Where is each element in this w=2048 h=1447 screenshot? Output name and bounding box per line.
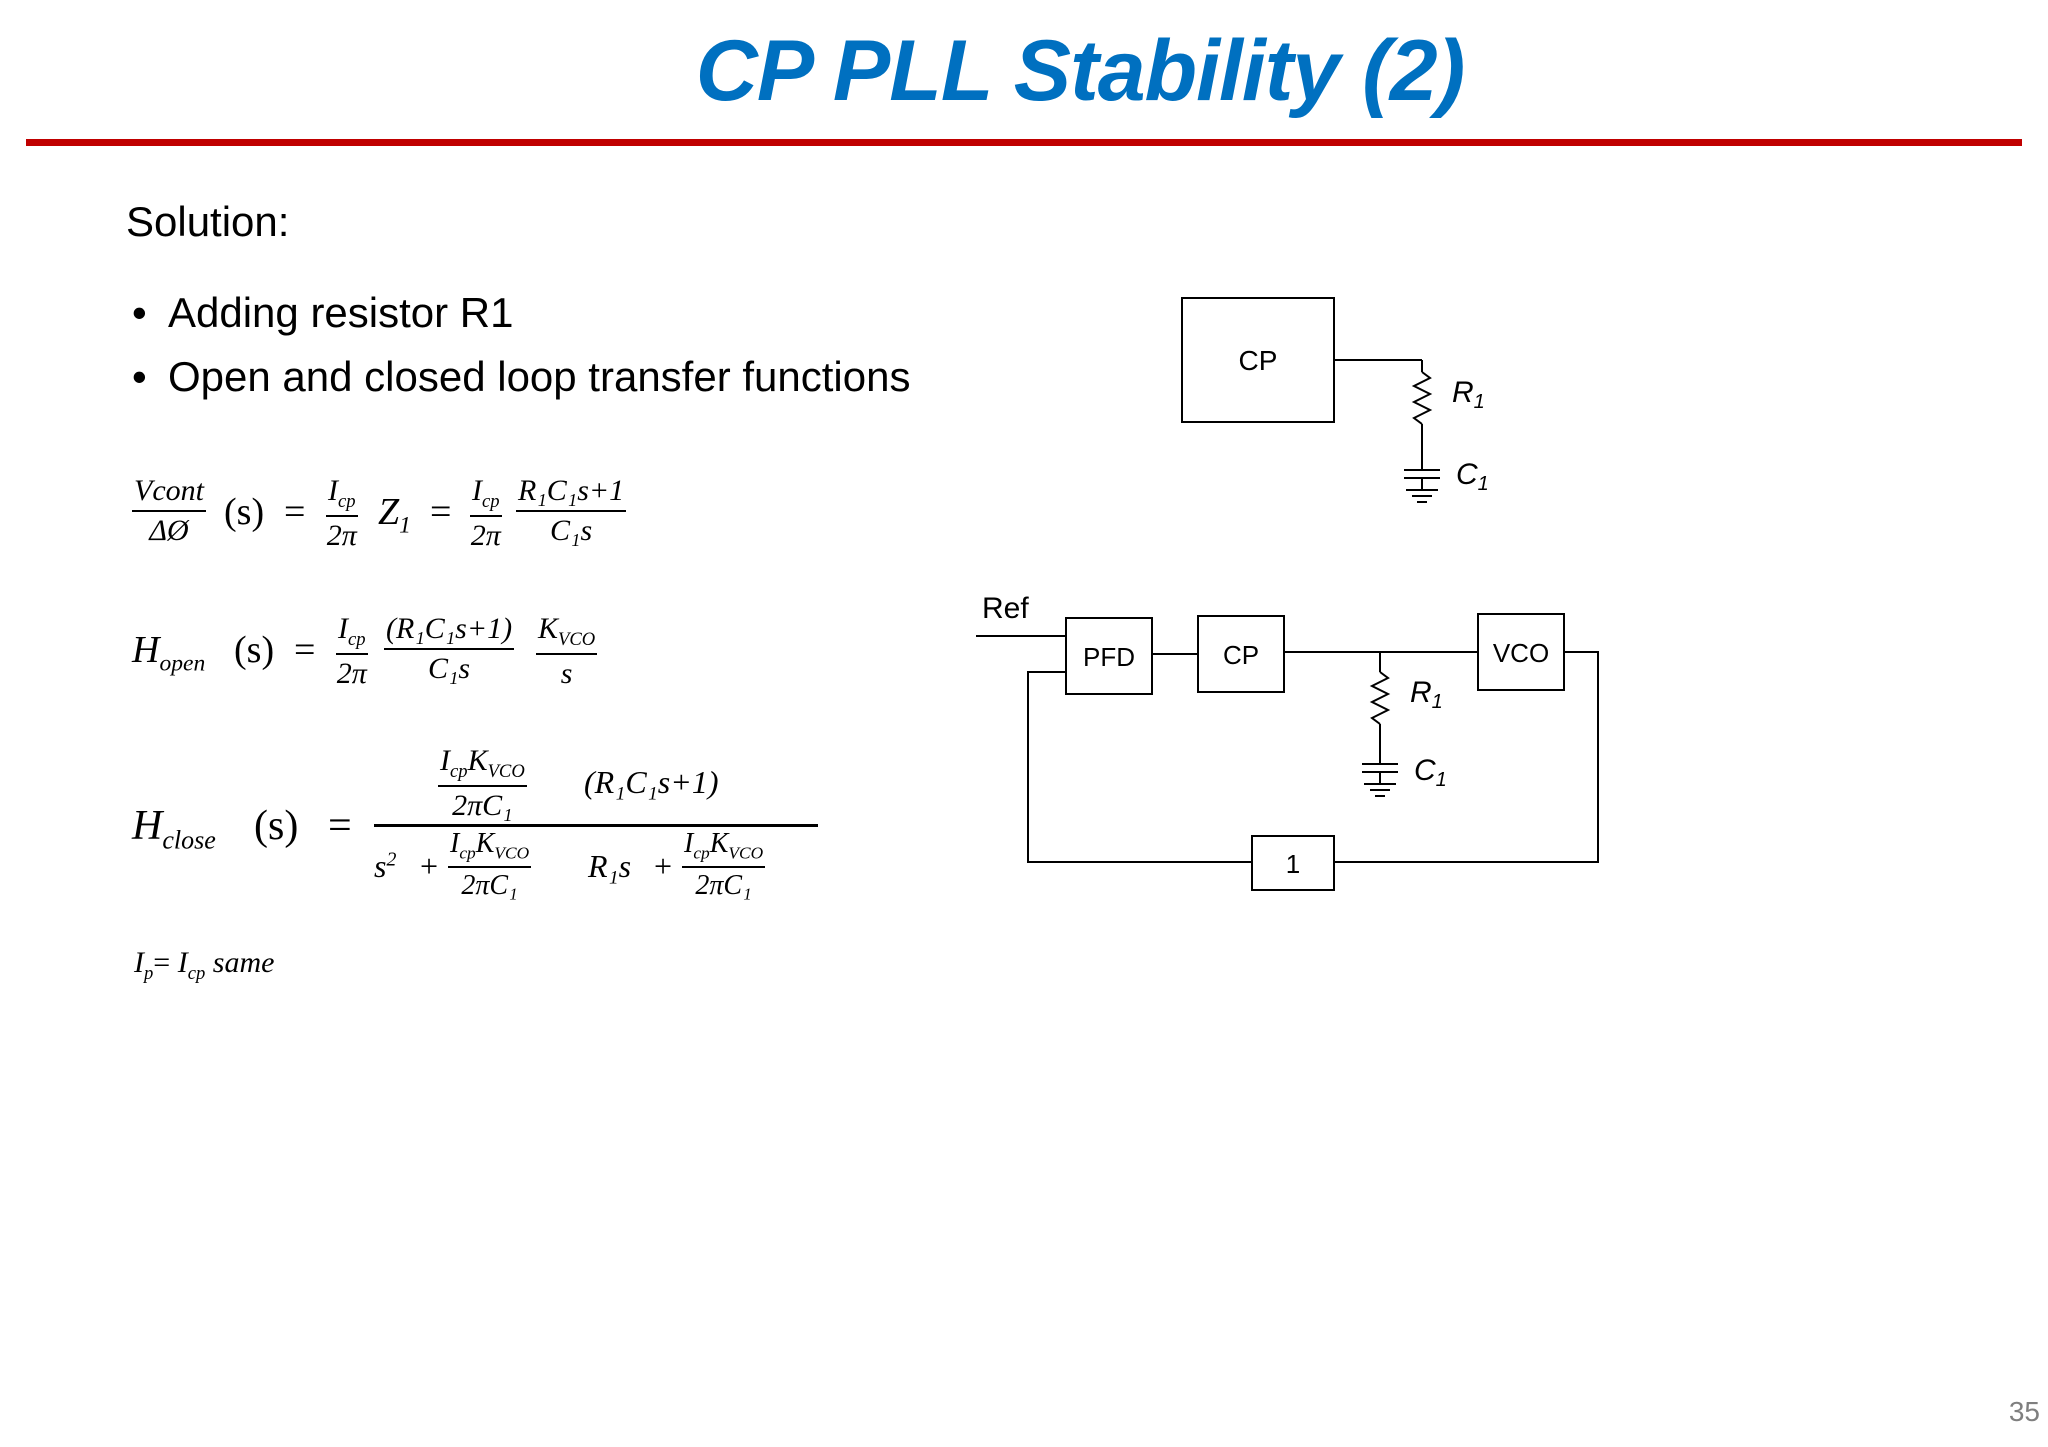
bullet-dot-icon: • — [132, 289, 147, 336]
vco-block — [1477, 613, 1565, 691]
equation-h-open: Hopen (s) = Icp 2π (R₁C₁s+1) C₁s KVCO s — [132, 612, 598, 690]
page-title: CP PLL Stability (2) — [695, 23, 1465, 119]
note-ip-equals-icp: Ip= Icp same — [134, 946, 275, 984]
icp-kvco-fraction: IcpKVCO 2πC₁ — [682, 828, 766, 901]
icp-kvco-fraction: IcpKVCO 2πC₁ — [448, 828, 532, 901]
feedback-wire — [1027, 671, 1252, 863]
bullet-dot-icon: • — [132, 353, 147, 400]
feedback-wire — [1334, 651, 1599, 863]
icp-2pi-fraction: Icp 2π — [336, 612, 368, 690]
divider-label: 1 — [1286, 849, 1300, 879]
bullet-text: Adding resistor R1 — [168, 289, 514, 336]
c1-label: C1 — [1456, 458, 1489, 495]
title-underline — [26, 139, 2022, 146]
equation-h-close: Hclose (s) = IcpKVCO 2πC₁ (R₁C₁s+1) s2 +… — [132, 744, 852, 904]
cp-block-label: CP — [1239, 345, 1278, 376]
c1-label: C1 — [1414, 754, 1447, 791]
resistor-r1 — [1369, 671, 1391, 725]
cp-label: CP — [1223, 640, 1259, 670]
main-fraction-bar — [374, 824, 818, 827]
icp-kvco-fraction: IcpKVCO 2πC₁ — [438, 744, 527, 822]
r1c1s-fraction: (R₁C₁s+1) C₁s — [384, 612, 515, 685]
r1c1s-fraction: R₁C₁s+1 C₁s — [516, 474, 627, 547]
kvco-fraction: KVCO s — [536, 612, 598, 690]
bullet-item: • Adding resistor R1 — [132, 289, 514, 337]
divider-block — [1251, 835, 1335, 891]
vco-label: VCO — [1493, 638, 1549, 668]
page-number: 35 — [2008, 1396, 2040, 1427]
pfd-block — [1065, 617, 1153, 695]
resistor-r1 — [1411, 371, 1433, 425]
cp-block — [1181, 297, 1335, 423]
equation-vcont: Vcont ΔØ (s) = Icp 2π Z1 = Icp 2π R₁C₁s+… — [132, 474, 627, 552]
r1-label: R1 — [1410, 676, 1443, 713]
bullet-text: Open and closed loop transfer functions — [168, 353, 911, 400]
pfd-label: PFD — [1083, 642, 1135, 672]
pll-loop-diagram: Ref PFD CP VCO R1 C1 1 — [976, 592, 1599, 891]
bullet-item: • Open and closed loop transfer functions — [132, 353, 910, 401]
r1-label: R1 — [1452, 376, 1485, 413]
vcont-fraction: Vcont ΔØ — [132, 474, 206, 547]
cp-block — [1197, 615, 1285, 693]
icp-2pi-fraction: Icp 2π — [470, 474, 502, 552]
icp-2pi-fraction: Icp 2π — [326, 474, 358, 552]
solution-label: Solution: — [126, 198, 290, 245]
cp-filter-diagram: CP R1 C1 — [1181, 297, 1489, 503]
ref-label: Ref — [982, 592, 1029, 625]
